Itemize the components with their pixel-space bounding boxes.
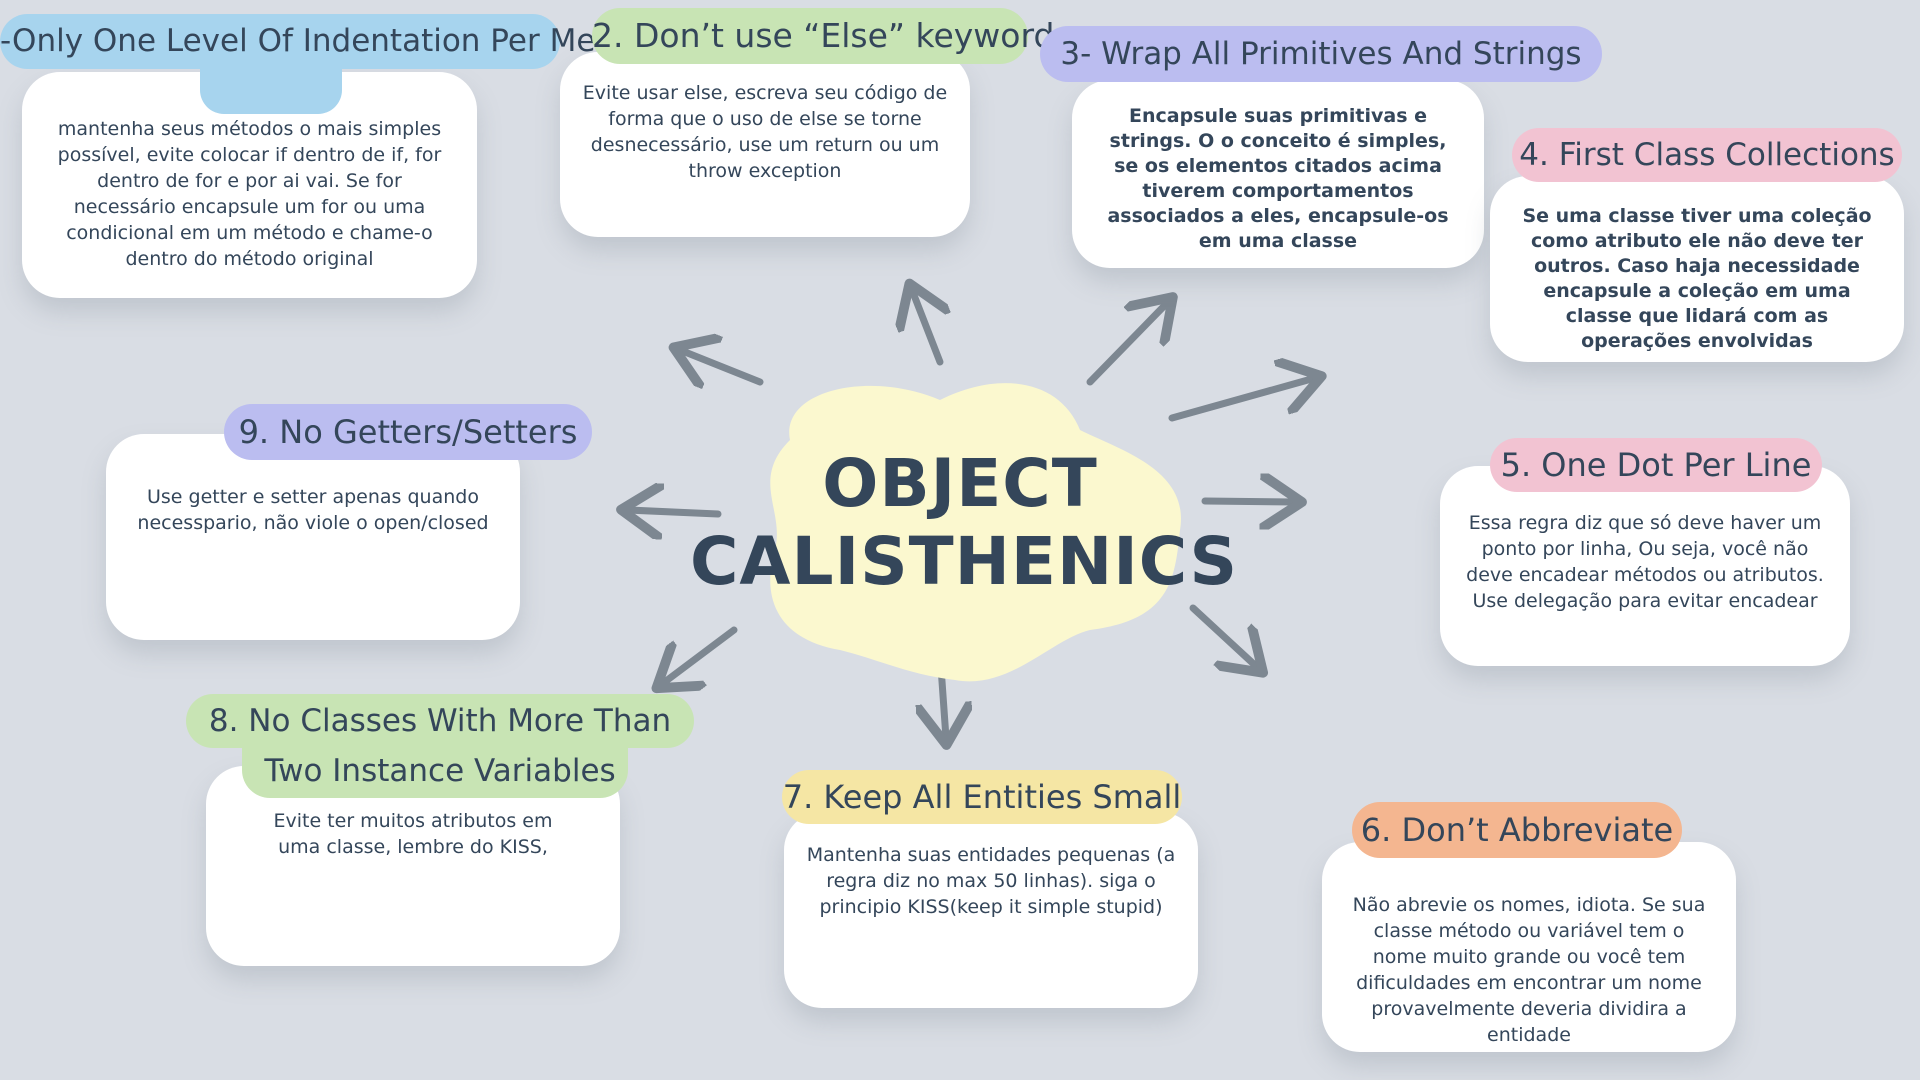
rule-3-text: Encapsule suas primitivas e strings. O o… bbox=[1107, 105, 1449, 252]
rule-7-card: Mantenha suas entidades pequenas (a regr… bbox=[784, 812, 1198, 1008]
rule-6-heading-text: 6. Don’t Abbreviate bbox=[1360, 811, 1674, 849]
rule-5-heading: 5. One Dot Per Line bbox=[1490, 438, 1822, 492]
title-line-1: OBJECT bbox=[822, 445, 1098, 522]
rule-8-card: Evite ter muitos atributos em uma classe… bbox=[206, 766, 620, 966]
rule-8-heading bbox=[186, 694, 694, 748]
rule-8-heading-tab bbox=[242, 740, 628, 798]
rule-4-card: Se uma classe tiver uma coleção como atr… bbox=[1490, 176, 1904, 362]
rule-5-card: Essa regra diz que só deve haver um pont… bbox=[1440, 466, 1850, 666]
center-blob bbox=[770, 383, 1181, 682]
rule-4-text: Se uma classe tiver uma coleção como atr… bbox=[1522, 205, 1872, 352]
rule-8-text: Evite ter muitos atributos em uma classe… bbox=[273, 810, 553, 858]
rule-1-text: mantenha seus métodos o mais simples pos… bbox=[57, 118, 442, 270]
rule-3-heading-text: 3- Wrap All Primitives And Strings bbox=[1060, 36, 1582, 72]
title-line-2: CALISTHENICS bbox=[690, 523, 1238, 600]
rule-2-text: Evite usar else, escreva seu código de f… bbox=[582, 82, 948, 182]
diagram-title: OBJECT CALISTHENICS bbox=[690, 445, 1238, 601]
rule-2-heading: 2. Don’t use “Else” keyword bbox=[592, 8, 1054, 64]
rule-1-heading-text: -Only One Level Of Indentation Per Metho… bbox=[0, 23, 666, 59]
rule-7-heading-text: 7. Keep All Entities Small bbox=[782, 778, 1182, 816]
rule-4-heading-text: 4. First Class Collections bbox=[1519, 137, 1895, 173]
rule-9-text: Use getter e setter apenas quando necess… bbox=[137, 486, 489, 534]
rule-2-heading-text: 2. Don’t use “Else” keyword bbox=[592, 16, 1055, 55]
rule-2-card: Evite usar else, escreva seu código de f… bbox=[560, 52, 970, 237]
arrow-to-rule-8 bbox=[662, 626, 738, 684]
rule-9-card: Use getter e setter apenas quando necess… bbox=[106, 434, 520, 640]
rule-7-text: Mantenha suas entidades pequenas (a regr… bbox=[806, 844, 1176, 918]
rule-1-heading-tab bbox=[200, 62, 342, 114]
rule-1-heading: -Only One Level Of Indentation Per Metho… bbox=[0, 14, 666, 69]
rule-8-heading-text: 8. No Classes With More Than Two Instanc… bbox=[208, 703, 672, 789]
rule-6-text: Não abrevie os nomes, idiota. Se sua cla… bbox=[1352, 894, 1706, 1046]
rule-7-heading: 7. Keep All Entities Small bbox=[782, 770, 1182, 824]
rule-1-card: mantenha seus métodos o mais simples pos… bbox=[22, 72, 477, 298]
arrow-to-rule-2 bbox=[912, 290, 940, 366]
rule-3-card: Encapsule suas primitivas e strings. O o… bbox=[1072, 80, 1484, 268]
rule-5-text: Essa regra diz que só deve haver um pont… bbox=[1466, 512, 1824, 612]
rule-3-heading: 3- Wrap All Primitives And Strings bbox=[1040, 26, 1602, 82]
rule-4-heading: 4. First Class Collections bbox=[1512, 128, 1902, 182]
arrow-to-rule-1 bbox=[680, 350, 764, 382]
rule-5-heading-text: 5. One Dot Per Line bbox=[1500, 446, 1812, 484]
rule-6-heading: 6. Don’t Abbreviate bbox=[1352, 802, 1682, 858]
rule-9-heading-text: 9. No Getters/Setters bbox=[238, 413, 578, 451]
rule-9-heading: 9. No Getters/Setters bbox=[224, 404, 592, 460]
rule-6-card: Não abrevie os nomes, idiota. Se sua cla… bbox=[1322, 842, 1736, 1052]
